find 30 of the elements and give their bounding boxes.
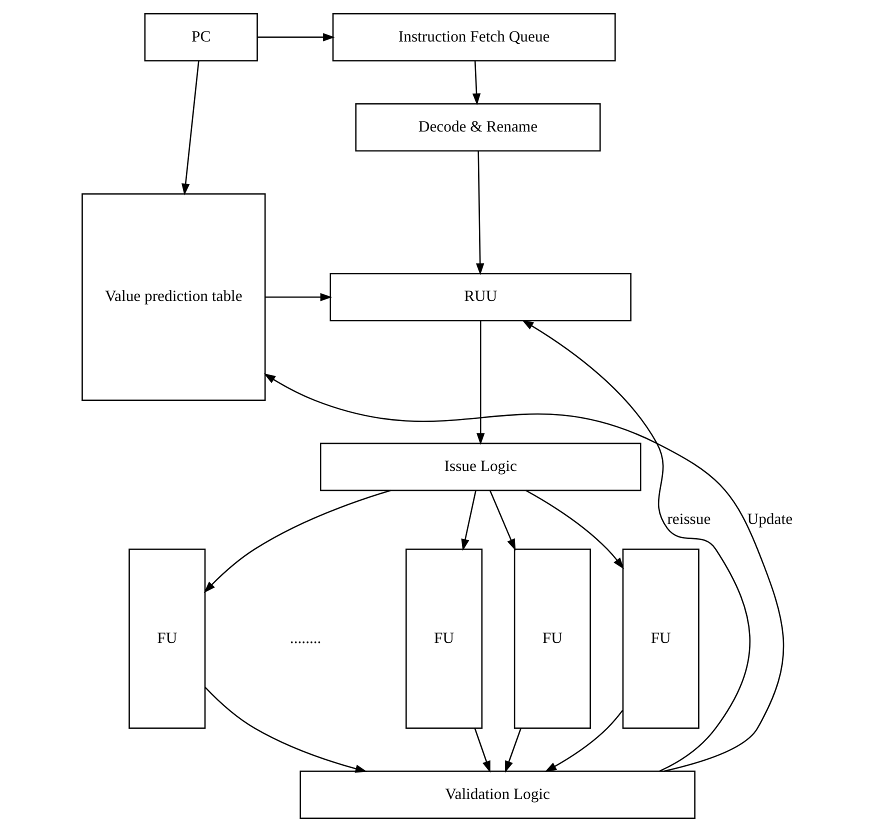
arrow	[490, 490, 516, 551]
node-box: FU	[514, 548, 591, 729]
arrow	[522, 320, 750, 772]
arrow	[476, 321, 485, 445]
node-box: FU	[406, 548, 483, 729]
arrow	[505, 728, 522, 773]
arrow	[264, 373, 784, 772]
node-box: Value prediction table	[82, 193, 266, 401]
arrow	[461, 490, 476, 551]
node-box: Validation Logic	[300, 770, 696, 819]
node-box: FU	[622, 548, 700, 729]
node-box: Decode & Rename	[355, 103, 601, 152]
arrow	[526, 490, 624, 570]
arrow	[265, 293, 332, 302]
edge-label: Update	[747, 510, 793, 528]
node-box: Instruction Fetch Queue	[332, 13, 616, 62]
arrow	[474, 728, 490, 773]
arrow	[182, 60, 200, 196]
arrow	[204, 490, 391, 593]
arrow	[544, 710, 624, 772]
node-box: RUU	[330, 272, 632, 322]
node-box: PC	[144, 13, 258, 62]
node-box: Issue Logic	[320, 442, 642, 492]
arrow	[476, 151, 484, 276]
arrow	[472, 61, 481, 106]
node-box: FU	[128, 548, 206, 729]
arrow	[204, 686, 368, 773]
arrow	[258, 33, 335, 42]
edge-label: reissue	[667, 510, 711, 528]
label: ........	[290, 630, 322, 647]
